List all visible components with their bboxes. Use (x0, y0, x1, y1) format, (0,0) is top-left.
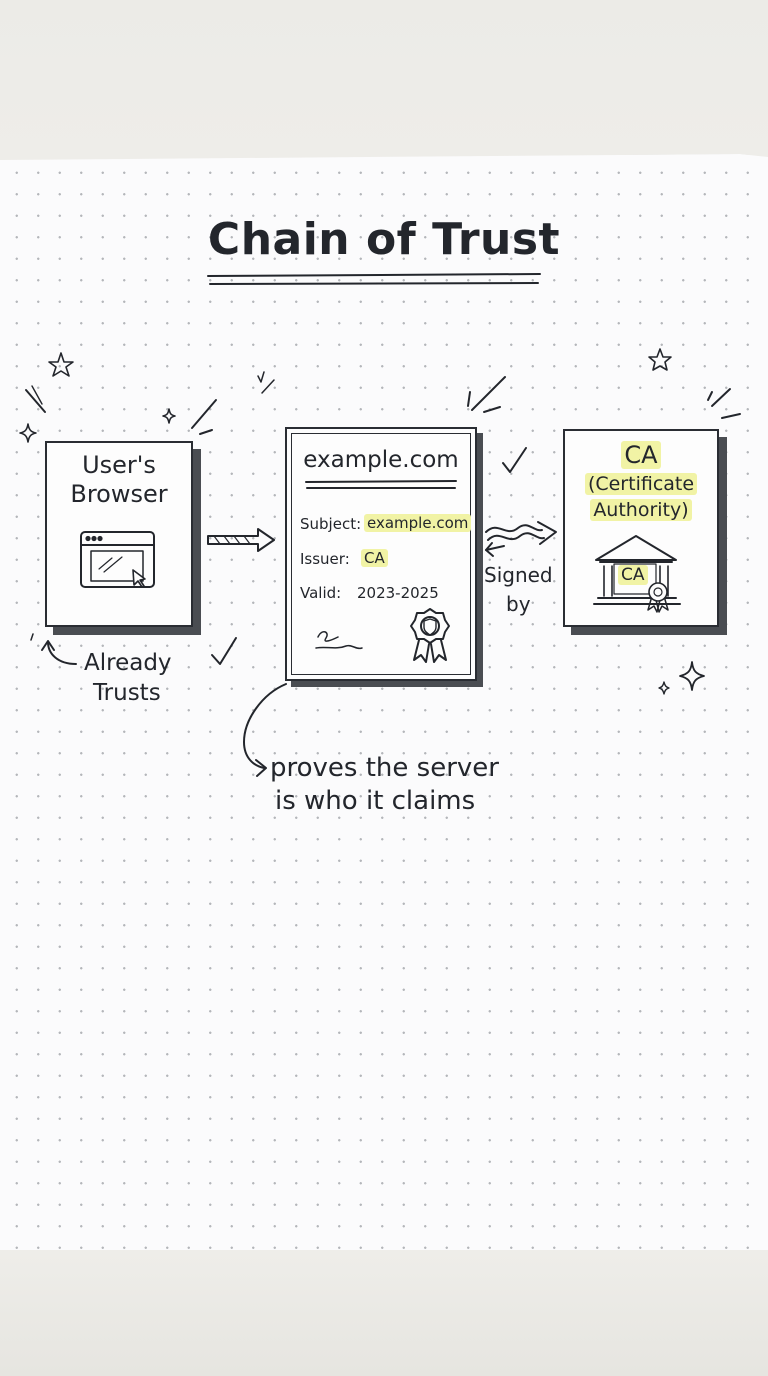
browser-window-icon (80, 531, 155, 588)
note-line1: proves the server (270, 753, 499, 783)
already-trusts-arrow (30, 633, 77, 665)
ca-label-line3: Authority) (565, 499, 717, 521)
signed-by-small-arrow (485, 542, 505, 557)
emphasis-marks-ca (707, 388, 741, 419)
browser-card: User's Browser (45, 441, 193, 627)
sparkle-icon-2 (162, 408, 176, 424)
star-icon-2 (648, 348, 672, 371)
ca-label-line1: CA (565, 441, 717, 469)
valid-label: Valid: (300, 584, 342, 602)
signed-by-line2: by (506, 592, 531, 616)
certificate-inner-border (291, 433, 471, 675)
ca-label-line1-text: CA (621, 441, 661, 469)
issuer-label: Issuer: (300, 550, 350, 568)
sparkle-icon-4 (658, 681, 670, 695)
check-mark-icon-2 (211, 637, 237, 665)
emphasis-marks-certificate (467, 376, 506, 413)
ca-label-line2: (Certificate (565, 473, 717, 495)
already-trusts-line2: Trusts (93, 680, 161, 706)
emphasis-marks-browser (191, 399, 217, 435)
certificate-card: example.com Subject: example.com Issuer:… (285, 427, 477, 681)
browser-label-line2: Browser (70, 480, 168, 508)
diagram-title: Chain of Trust (207, 214, 561, 265)
ca-building-label: CA (618, 565, 648, 585)
ca-seal-icon (647, 582, 669, 613)
browser-label-line1: User's (82, 451, 156, 479)
ca-label-line3-text: Authority) (590, 499, 692, 521)
certificate-seal-icon (410, 608, 450, 663)
subject-value: example.com (364, 514, 472, 532)
note-arrow (243, 683, 287, 777)
check-mark-icon (502, 447, 527, 473)
issuer-value: CA (361, 549, 388, 567)
emphasis-marks-left (25, 385, 46, 413)
certificate-domain: example.com (303, 447, 459, 473)
dot-grid-paper (0, 154, 768, 1250)
subject-label: Subject: (300, 515, 362, 533)
title-underline (207, 273, 541, 285)
cursor-icon (132, 569, 146, 588)
already-trusts-line1: Already (84, 650, 172, 676)
note-line2: is who it claims (275, 786, 476, 816)
sparkle-icon-3 (679, 661, 705, 691)
arrow-browser-to-certificate (207, 528, 275, 552)
ca-label-line2-text: (Certificate (584, 473, 698, 495)
certificate-domain-underline (305, 480, 457, 489)
sparkle-icon (19, 423, 37, 443)
signature-icon (315, 631, 363, 650)
wavy-arrow-signed-by (485, 521, 557, 545)
signed-by-line1: Signed (484, 563, 553, 587)
star-icon (48, 352, 74, 377)
emphasis-marks-top (261, 379, 275, 394)
valid-value: 2023-2025 (357, 584, 439, 602)
check-mark-icon-3 (257, 371, 265, 383)
